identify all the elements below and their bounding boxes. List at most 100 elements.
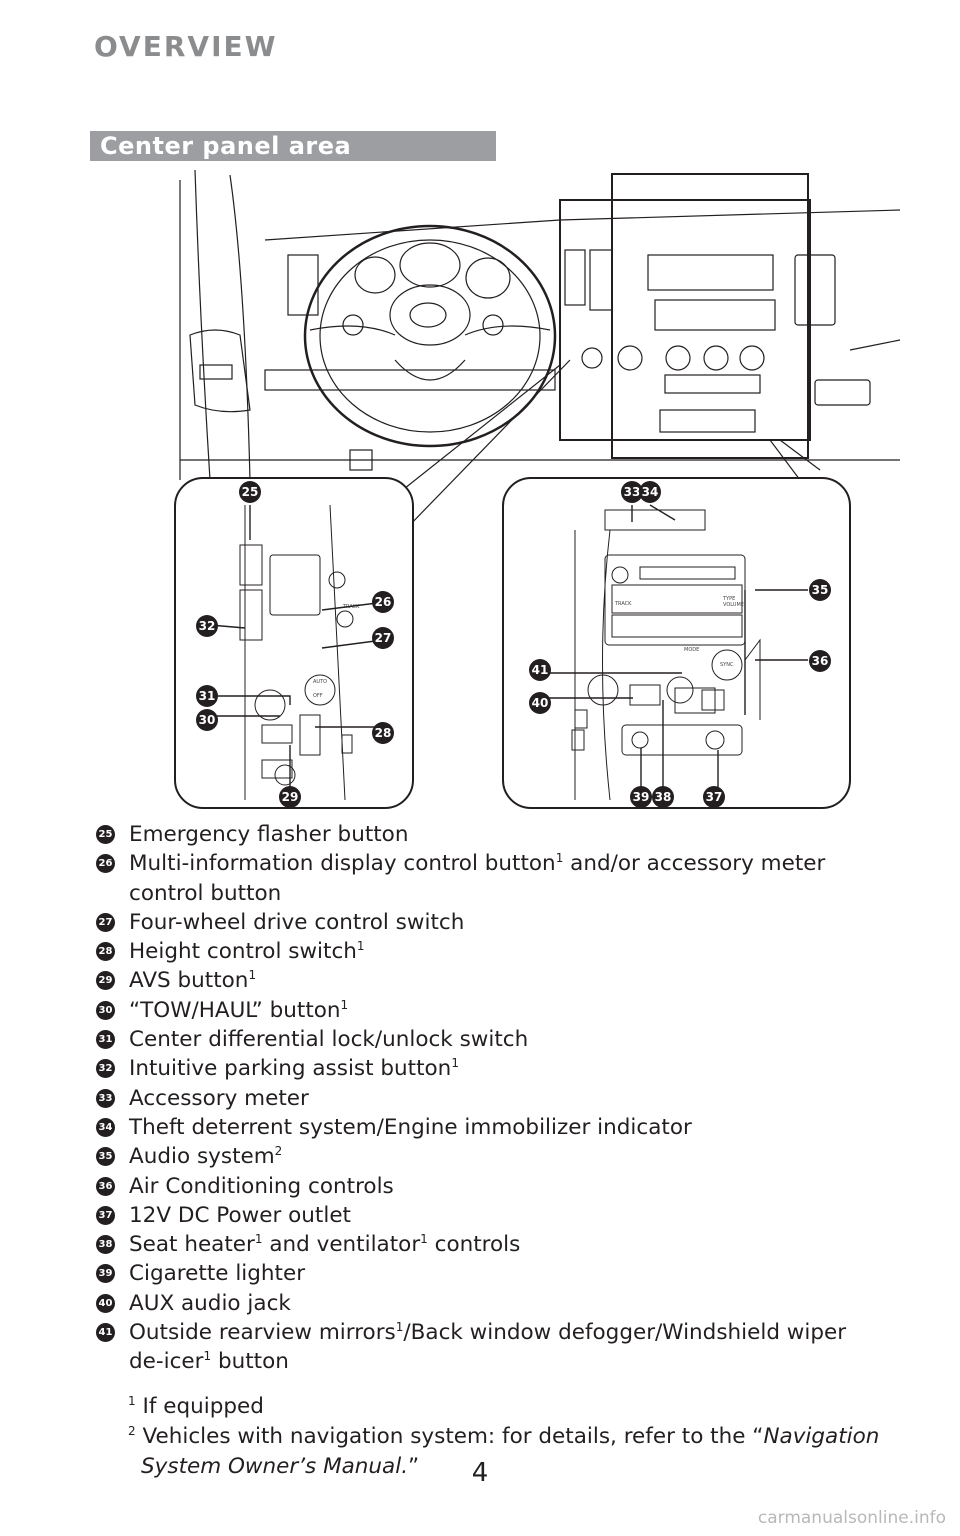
callout-34-badge: 34	[639, 481, 661, 503]
page-number: 4	[471, 1458, 489, 1488]
legend-item: 27 Four-wheel drive control switch	[96, 908, 926, 937]
svg-text:40: 40	[532, 696, 549, 710]
legend-item: 32 Intuitive parking assist button1	[96, 1054, 926, 1083]
callout-38-badge: 38	[652, 786, 674, 808]
svg-text:28: 28	[375, 726, 392, 740]
svg-text:27: 27	[375, 631, 392, 645]
item-number-badge: 35	[96, 1147, 115, 1167]
item-text: AUX audio jack	[129, 1290, 291, 1316]
item-text: Cigarette lighter	[129, 1261, 306, 1287]
item-number-badge: 37	[96, 1205, 115, 1225]
label-type: TYPE	[722, 596, 735, 602]
legend-item: 30 “TOW/HAUL” button1	[96, 996, 926, 1025]
footnote-2: 2 Vehicles with navigation system: for d…	[128, 1423, 880, 1449]
item-number-badge: 39	[96, 1264, 115, 1284]
item-text: Accessory meter	[129, 1085, 309, 1111]
legend-item: 40 AUX audio jack	[96, 1289, 926, 1318]
svg-text:35: 35	[812, 583, 829, 597]
callout-32-badge: 32	[196, 615, 218, 637]
callout-40-badge: 40	[529, 692, 551, 714]
label-volume: VOLUME	[723, 602, 744, 608]
svg-text:38: 38	[655, 790, 672, 804]
item-text: Multi-information display control button…	[129, 851, 826, 906]
callout-25-badge: 25	[239, 481, 261, 503]
center-panel-illustration: TRACK AUTO OFF	[174, 169, 901, 809]
section-title-bar: Center panel area	[90, 131, 496, 161]
legend-list: 25 Emergency flasher button 26 Multi-infor…	[96, 820, 926, 1377]
section-title: Center panel area	[100, 132, 352, 160]
legend-item: 31 Center differential lock/unlock switch	[96, 1025, 926, 1054]
callout-41-badge: 41	[529, 659, 551, 681]
item-number-badge: 25	[96, 825, 115, 844]
label-off: OFF	[313, 693, 323, 699]
svg-text:31: 31	[199, 689, 216, 703]
item-text: Four-wheel drive control switch	[129, 909, 465, 935]
item-text: Emergency flasher button	[129, 822, 409, 847]
callout-39-badge: 39	[630, 786, 652, 808]
legend-item: 33 Accessory meter	[96, 1084, 926, 1113]
legend-item: 39 Cigarette lighter	[96, 1259, 926, 1288]
svg-text:30: 30	[199, 713, 216, 727]
item-number-badge: 32	[96, 1059, 115, 1079]
item-text: Outside rearview mirrors1/Back window de…	[129, 1319, 847, 1375]
item-number-badge: 36	[96, 1176, 115, 1196]
right-detail-bubble: TRACK TYPE VOLUME MODE SYNC	[502, 477, 851, 809]
callout-27-badge: 27	[372, 627, 394, 649]
label-auto: AUTO	[313, 679, 327, 685]
item-number-badge: 26	[96, 854, 115, 874]
callout-35-badge: 35	[809, 579, 831, 601]
item-text: AVS button1	[129, 968, 257, 994]
callout-31-badge: 31	[196, 685, 218, 707]
svg-text:37: 37	[706, 790, 723, 804]
item-text: Seat heater1 and ventilator1 controls	[129, 1232, 521, 1258]
callout-26-badge: 26	[372, 591, 394, 613]
item-number-badge: 40	[96, 1293, 115, 1313]
left-detail-bubble: TRACK AUTO OFF	[174, 477, 414, 809]
label-track-right: TRACK	[614, 601, 632, 607]
label-mode: MODE	[684, 647, 699, 653]
item-text: “TOW/HAUL” button1	[129, 997, 349, 1023]
item-text: Audio system2	[129, 1144, 283, 1170]
callout-30-badge: 30	[196, 709, 218, 731]
legend-item: 37 12V DC Power outlet	[96, 1201, 926, 1230]
label-sync: SYNC	[720, 662, 734, 668]
item-text: Intuitive parking assist button1	[129, 1056, 459, 1082]
item-number-badge: 28	[96, 942, 115, 962]
legend-item: 41 Outside rearview mirrors1/Back window …	[96, 1318, 926, 1377]
callout-29-badge: 29	[279, 786, 301, 808]
svg-text:39: 39	[633, 790, 650, 804]
item-number-badge: 30	[96, 1000, 115, 1020]
footnote-1: 1 If equipped	[128, 1393, 264, 1419]
item-number-badge: 41	[96, 1323, 115, 1343]
svg-text:33: 33	[624, 485, 641, 499]
svg-text:29: 29	[282, 790, 299, 804]
item-text: 12V DC Power outlet	[129, 1202, 351, 1228]
item-text: Height control switch1	[129, 939, 365, 965]
callout-37-badge: 37	[703, 786, 725, 808]
svg-text:36: 36	[812, 654, 829, 668]
item-number-badge: 33	[96, 1088, 115, 1108]
page-header: OVERVIEW	[94, 30, 278, 63]
item-number-badge: 31	[96, 1030, 115, 1050]
footnote-2-cont: System Owner’s Manual.”	[141, 1454, 420, 1479]
svg-text:34: 34	[642, 485, 659, 499]
svg-text:41: 41	[532, 663, 549, 677]
item-number-badge: 34	[96, 1117, 115, 1137]
svg-text:25: 25	[242, 485, 259, 499]
item-number-badge: 29	[96, 971, 115, 991]
legend-item: 35 Audio system2	[96, 1142, 926, 1171]
svg-text:26: 26	[375, 595, 392, 609]
legend-item: 26 Multi-information display control butt…	[96, 849, 926, 908]
callout-28-badge: 28	[372, 722, 394, 744]
svg-text:32: 32	[199, 619, 216, 633]
callout-33-badge: 33	[621, 481, 643, 503]
legend-item: 25 Emergency flasher button	[96, 820, 926, 849]
watermark: carmanualsonline.info	[757, 1508, 946, 1528]
item-number-badge: 27	[96, 912, 115, 932]
item-text: Center differential lock/unlock switch	[129, 1027, 529, 1053]
callout-36-badge: 36	[809, 650, 831, 672]
footnotes: 1 If equipped 2 Vehicles with navigation…	[128, 1392, 918, 1482]
